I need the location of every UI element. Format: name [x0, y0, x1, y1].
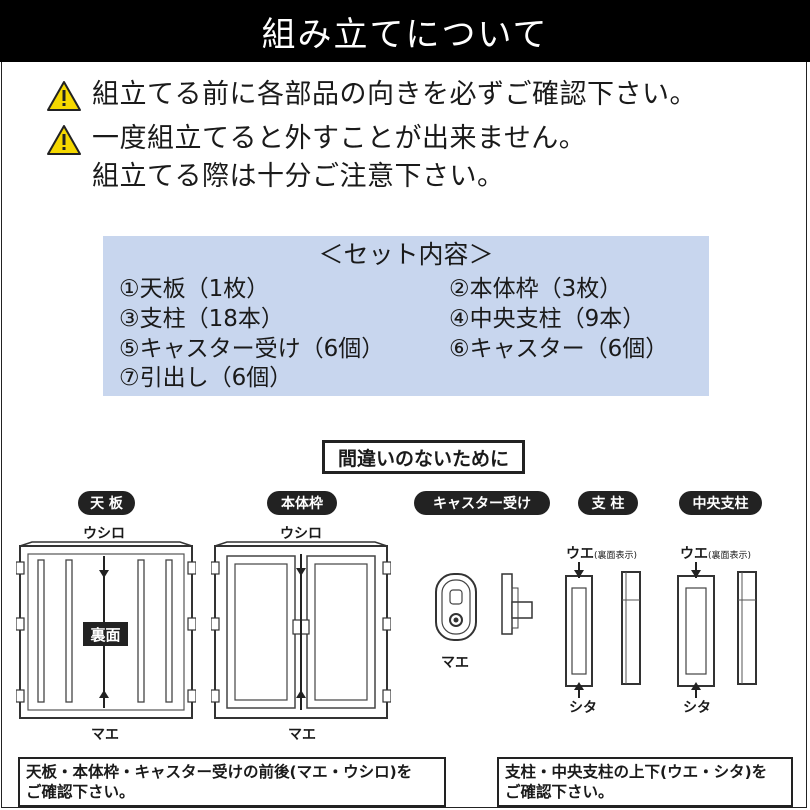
note-left-line-1: 天板・本体枠・キャスター受けの前後(マエ・ウシロ)を [26, 763, 413, 781]
hontai-back-label: ウシロ [280, 526, 322, 542]
set-item: ⑤キャスター受け（6個） [119, 336, 385, 362]
header-title: 組み立てについて [261, 14, 549, 55]
hontai-diagram [211, 541, 391, 719]
set-item: ①天板（1枚） [119, 276, 270, 302]
tenban-reverse-label: 裏面 [83, 622, 128, 646]
warning-icon [47, 125, 81, 155]
note-right-line-2: ご確認下さい。 [505, 783, 614, 801]
tenban-diagram [16, 541, 196, 719]
part-label-shichu: 支 柱 [578, 491, 638, 515]
shichu-top-label: ウエ(裏面表示) [566, 546, 638, 562]
part-label-caster: キャスター受け [414, 491, 550, 515]
chuo-top-label: ウエ(裏面表示) [680, 546, 752, 562]
tenban-back-label: ウシロ [83, 526, 125, 542]
hontai-front-label: マエ [288, 727, 316, 743]
part-label-chuo: 中央支柱 [679, 491, 762, 515]
note-left: 天板・本体枠・キャスター受けの前後(マエ・ウシロ)を ご確認下さい。 [18, 757, 446, 807]
chuo-diagram [677, 562, 757, 698]
set-item: ③支柱（18本） [119, 306, 284, 332]
set-contents-title: ＜セット内容＞ [318, 240, 494, 269]
warning-2-line-1: 一度組立てると外すことが出来ません。 [92, 123, 587, 154]
note-right: 支柱・中央支柱の上下(ウエ・シタ)を ご確認下さい。 [497, 757, 793, 807]
caster-diagram [435, 573, 533, 641]
page-header: 組み立てについて [0, 0, 810, 62]
tenban-front-label: マエ [91, 727, 119, 743]
shichu-diagram [565, 562, 641, 698]
set-item: ⑦引出し（6個） [119, 365, 293, 391]
note-right-line-1: 支柱・中央支柱の上下(ウエ・シタ)を [505, 763, 768, 781]
callout-box: 間違いのないために [322, 440, 525, 474]
warning-2-line-2: 組立てる際は十分ご注意下さい。 [92, 161, 505, 192]
warning-1-text: 組立てる前に各部品の向きを必ずご確認下さい。 [92, 79, 697, 110]
chuo-bottom-label: シタ [683, 700, 711, 716]
shichu-bottom-label: シタ [569, 700, 597, 716]
set-contents-box: ＜セット内容＞ ①天板（1枚） ②本体枠（3枚） ③支柱（18本） ④中央支柱（… [103, 236, 709, 396]
set-item: ②本体枠（3枚） [449, 276, 623, 302]
content-frame [1, 62, 807, 808]
part-label-hontai: 本体枠 [267, 491, 337, 515]
set-item: ④中央支柱（9本） [449, 306, 646, 332]
set-item: ⑥キャスター（6個） [449, 336, 669, 362]
part-label-tenban: 天 板 [78, 491, 135, 515]
warning-icon [47, 81, 81, 111]
note-left-line-2: ご確認下さい。 [26, 783, 135, 801]
caster-front-label: マエ [441, 655, 469, 671]
